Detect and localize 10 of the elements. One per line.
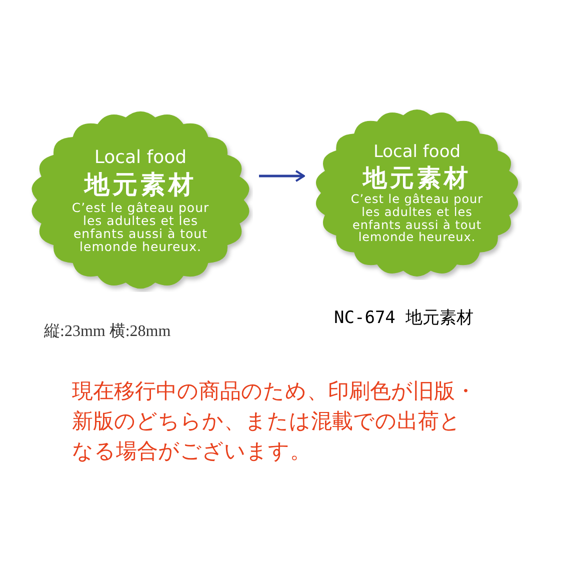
sticker-heading: Local food: [94, 146, 187, 170]
dimension-text: 縦:23mm 横:28mm: [44, 322, 171, 342]
sticker-heading: Local food: [373, 142, 461, 164]
product-code: NC-674 地元素材: [334, 307, 474, 330]
sticker-title: 地元素材: [84, 169, 196, 201]
sticker-title: 地元素材: [363, 163, 471, 193]
sticker-message: C’est le gâteau pour les adultes et les enfants aussi à tout lemonde heureux.: [350, 193, 484, 244]
sticker-message: C’est le gâteau pour les adultes et les enfants aussi à tout lemonde heureux.: [70, 200, 210, 254]
arrow: [259, 170, 305, 182]
notice-text: 現在移行中の商品のため、印刷色が旧版・新版のどちらか、または混載での出荷となる場合がございます。: [72, 378, 477, 465]
